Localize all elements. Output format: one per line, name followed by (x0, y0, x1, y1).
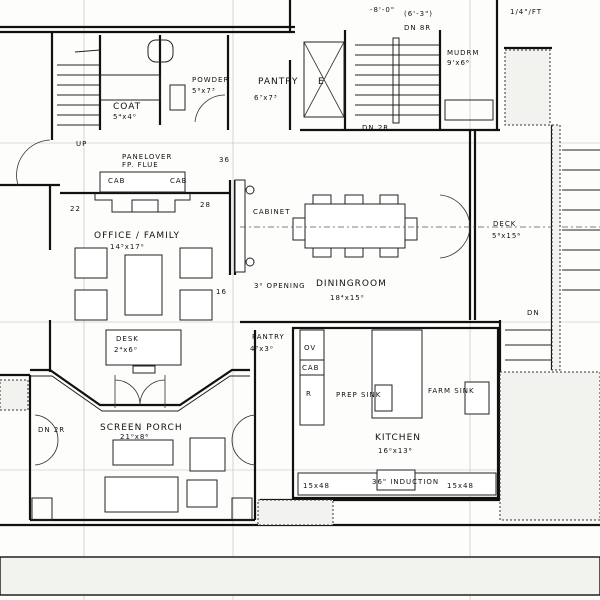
size-dining: 18⁴x15⁰ (330, 294, 365, 302)
note-dn8r: DN 8R (404, 24, 431, 32)
entry-door-swing (16, 139, 51, 186)
label-pantry-small: PANTRY (252, 333, 285, 341)
size-mudroom: 9'x6⁶ (447, 59, 470, 67)
stair-top-right (355, 37, 440, 124)
note-fp-flue: FP. FLUE (122, 161, 159, 169)
note-cabinet: CABINET (253, 208, 290, 216)
note-farm-sink: FARM SINK (428, 387, 475, 395)
size-pantry-small: 4⁷x3⁰ (250, 345, 274, 353)
note-oven: OV (304, 344, 316, 352)
note-elevator: E (318, 77, 325, 87)
prep-sink (374, 384, 393, 412)
office-furniture (74, 247, 213, 408)
kitchen-fixtures (297, 329, 497, 496)
note-fridge: R (306, 390, 312, 398)
note-up: UP (76, 140, 87, 148)
fireplace (94, 171, 191, 213)
dining-french-doors (439, 194, 471, 259)
label-coat: COAT (113, 102, 141, 112)
coat-closet-shelf (99, 74, 161, 101)
label-dining: DININGROOM (316, 279, 387, 289)
annotations: UP PANELOVER FP. FLUE CAB CAB 36 22 28 1… (38, 6, 542, 490)
note-panel-over: PANELOVER (122, 153, 172, 161)
toilet (147, 39, 174, 63)
label-mudroom: MUDRM (447, 49, 479, 57)
note-cab-right: CAB (170, 177, 187, 185)
induction-cooktop (376, 469, 416, 491)
mudroom-bench (444, 99, 494, 121)
label-office: OFFICE / FAMILY (94, 231, 180, 241)
note-induction: 36" INDUCTION (372, 478, 439, 486)
stair-left (57, 49, 101, 126)
note-base-right: 15x48 (447, 482, 474, 490)
size-deck: 5⁶x15⁶ (492, 232, 521, 240)
note-base-left: 15x48 (303, 482, 330, 490)
powder-door-swing (194, 94, 226, 123)
size-office: 14⁵x17⁰ (110, 243, 145, 251)
label-kitchen: KITCHEN (375, 433, 421, 443)
label-desk: DESK (116, 335, 139, 343)
size-kitchen: 16⁰x13⁶ (378, 447, 413, 455)
room-labels: COAT 5⁴x4⁰ POWDER 5⁶x7³ PANTRY 6⁷x7³ OFF… (94, 49, 521, 455)
dim-22: 22 (70, 205, 81, 213)
planting-beds (0, 49, 600, 596)
note-cab-left: CAB (108, 177, 125, 185)
size-desk: 2⁴x6⁰ (114, 346, 138, 354)
note-dn2r-left: DN 2R (38, 426, 65, 434)
dim-28: 28 (200, 201, 211, 209)
note-slope: 1/4"/FT (510, 8, 542, 16)
stair-right (505, 149, 600, 361)
size-pantry-top: 6⁷x7³ (254, 94, 278, 102)
label-powder: POWDER (192, 76, 229, 84)
cabinet (234, 179, 246, 273)
size-coat: 5⁴x4⁰ (113, 113, 137, 121)
size-screen-porch: 21⁰x8⁶ (120, 433, 149, 441)
porch-furniture (31, 414, 256, 521)
note-dn-right: DN (527, 309, 540, 317)
dim-top-1: -8'-0" (370, 6, 395, 14)
label-pantry-top: PANTRY (258, 77, 298, 87)
note-dn2r-top: DN 2R (362, 124, 389, 132)
size-powder: 5⁶x7³ (192, 87, 216, 95)
label-deck: DECK (493, 220, 516, 228)
dim-16: 16 (216, 288, 227, 296)
note-prep-sink: PREP SINK (336, 391, 381, 399)
dim-top-2: (6'-3") (404, 10, 433, 18)
elevator (303, 41, 345, 118)
label-screen-porch: SCREEN PORCH (100, 423, 183, 433)
note-cab-kitchen: CAB (302, 364, 319, 372)
dining-table (240, 194, 600, 258)
farm-sink (464, 381, 490, 415)
note-opening: 3⁰ OPENING (254, 282, 306, 290)
dim-36: 36 (219, 156, 230, 164)
powder-sink (169, 84, 186, 111)
